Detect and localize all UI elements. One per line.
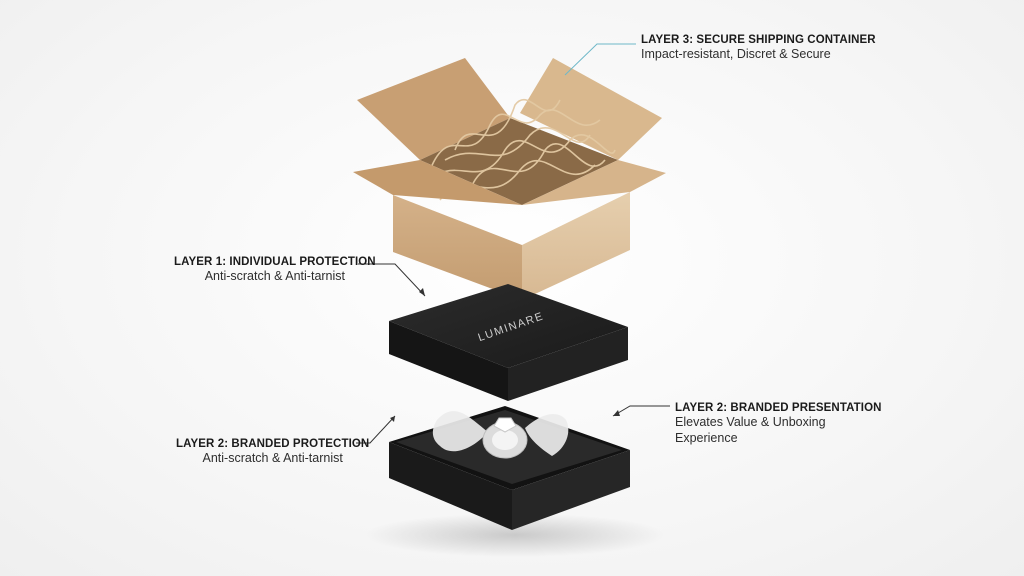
box-flap-back-right [520, 58, 662, 160]
tissue-right [525, 414, 569, 456]
callout-branded-presentation: LAYER 2: BRANDED PRESENTATION Elevates V… [675, 401, 882, 447]
box-flap-front-left [353, 160, 522, 205]
callout-presentation-title: LAYER 2: BRANDED PRESENTATION [675, 402, 882, 414]
leader-line-individual [358, 263, 426, 297]
diamond-icon [493, 417, 517, 433]
ground-shadow [365, 513, 665, 557]
callout-shipping-container: LAYER 3: SECURE SHIPPING CONTAINER Impac… [641, 33, 876, 63]
arrowhead-individual-icon [419, 288, 425, 296]
arrowhead-presentation-icon [613, 410, 620, 416]
lid-side-left [389, 321, 508, 401]
lid-top [389, 284, 628, 368]
shredded-paper [424, 98, 616, 201]
callout-individual-protection: LAYER 1: INDIVIDUAL PROTECTION Anti-scra… [174, 255, 376, 285]
tray-side-right [512, 450, 630, 530]
callout-protection-title: LAYER 2: BRANDED PROTECTION [176, 438, 370, 450]
ring-in-tissue [432, 411, 569, 459]
leader-line-shipping [564, 43, 636, 76]
leader-line-presentation [612, 405, 670, 417]
tray-side-left [389, 442, 512, 530]
ring-inner [492, 430, 518, 450]
leader-line-protection [356, 415, 396, 444]
lid-side-right [508, 327, 628, 401]
callout-presentation-desc: Elevates Value & Unboxing Experience [675, 415, 826, 445]
box-flap-front-right [522, 160, 666, 205]
callout-protection-desc: Anti-scratch & Anti-tarnist [202, 451, 343, 466]
callout-branded-protection: LAYER 2: BRANDED PROTECTION Anti-scratch… [176, 437, 369, 467]
callout-shipping-desc: Impact-resistant, Discret & Secure [641, 47, 831, 62]
leader-lines [356, 43, 670, 444]
tissue-left [432, 411, 488, 452]
branded-lid: LUMINARE [389, 284, 628, 401]
callout-individual-title: LAYER 1: INDIVIDUAL PROTECTION [174, 256, 376, 268]
box-inside [420, 118, 618, 205]
callout-shipping-title: LAYER 3: SECURE SHIPPING CONTAINER [641, 34, 876, 46]
callout-individual-desc: Anti-scratch & Anti-tarnist [204, 269, 346, 284]
box-wall-left [393, 195, 522, 300]
box-wall-right [522, 192, 630, 300]
arrowhead-protection-icon [390, 416, 395, 422]
shipping-box [353, 58, 666, 300]
